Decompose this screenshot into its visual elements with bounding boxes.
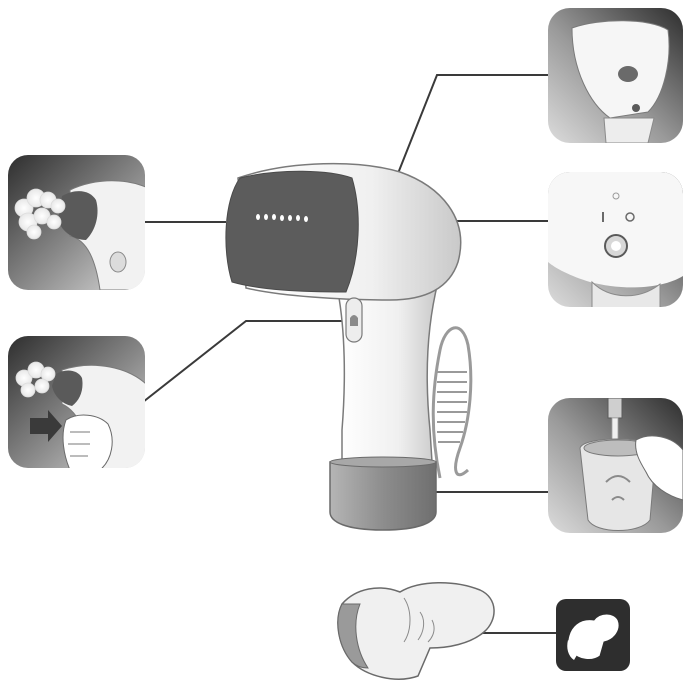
power-switch-panel	[548, 172, 683, 310]
water-tank	[330, 462, 436, 530]
steam-button-panel	[8, 336, 150, 470]
soleplate-panel	[548, 8, 683, 143]
soleplate	[226, 171, 358, 292]
steamer-main-illustration	[226, 164, 471, 530]
switch-on-mark	[602, 212, 604, 222]
soleplate-spot	[618, 66, 638, 82]
faucet	[608, 398, 622, 418]
steam-jet-panel	[8, 155, 160, 290]
mitt-illustration	[338, 583, 630, 679]
leader-soleplate	[393, 75, 548, 186]
leader-steam-button	[143, 321, 346, 402]
water-tank-panel	[548, 398, 683, 533]
cord-coil	[437, 372, 467, 442]
hand	[63, 415, 112, 470]
